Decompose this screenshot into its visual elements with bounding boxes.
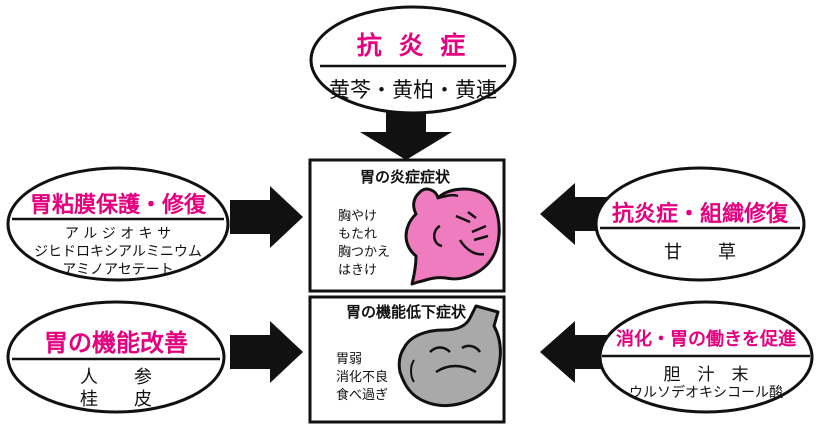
inflammation-symptom-1: 胸やけ — [338, 209, 378, 224]
oval-left-bottom — [6, 300, 226, 414]
inflammation-symptom-2: もたれ — [338, 227, 378, 242]
oval-top — [309, 5, 517, 115]
left-bottom-oval-title: 胃の機能改善 — [44, 329, 188, 357]
oval-right-top — [594, 166, 806, 282]
right-bottom-oval-line1: 胆 汁 末 — [663, 365, 749, 385]
hypofunction-symptom-1: 胃弱 — [336, 352, 363, 367]
top-oval-title: 抗 炎 症 — [356, 31, 470, 60]
left-bottom-oval-line2: 桂 皮 — [80, 389, 152, 410]
hypofunction-symptom-2: 消化不良 — [336, 370, 389, 385]
oval-left-top — [6, 166, 230, 282]
pink-stomach-illustration — [404, 187, 501, 286]
hypofunction-symptom-3: 食べ過ぎ — [336, 388, 389, 403]
left-bottom-oval-line1: 人 参 — [80, 367, 152, 388]
inflammation-symptom-4: はきけ — [338, 263, 378, 278]
left-top-oval-title: 胃粘膜保護・修復 — [29, 193, 206, 218]
arrow-left-top — [230, 186, 303, 248]
inflammation-box-title: 胃の炎症症状 — [359, 168, 450, 186]
right-bottom-oval-line2: ウルソデオキシコール酸 — [629, 385, 783, 401]
oval-right-bottom — [598, 300, 814, 414]
left-top-oval-line1: ア ル ジ オ キ サ — [64, 226, 172, 242]
left-top-oval-line3: アミノアセテート — [62, 262, 174, 278]
arrow-left-bottom — [230, 321, 303, 383]
left-top-oval-line2: ジヒドロキシアルミニウム — [34, 244, 202, 260]
right-bottom-oval-title: 消化・胃の働きを促進 — [616, 329, 796, 350]
hypofunction-box-title: 胃の機能低下症状 — [345, 303, 466, 321]
inflammation-symptom-3: 胸つかえ — [338, 245, 391, 260]
right-top-oval-title: 抗炎症・組織修復 — [611, 202, 788, 227]
gray-stomach-illustration — [397, 304, 502, 407]
top-oval-herbs: 黄芩・黄柏・黄連 — [329, 78, 497, 102]
right-top-oval-line1: 甘 草 — [664, 242, 736, 263]
